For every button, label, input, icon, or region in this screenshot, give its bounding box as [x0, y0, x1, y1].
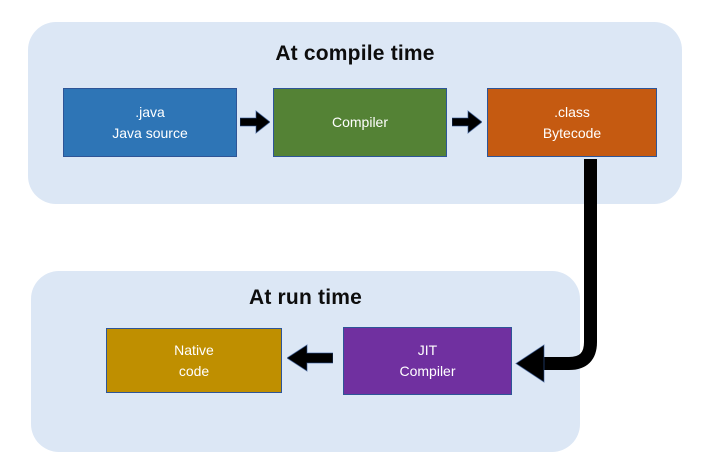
compile-time-title: At compile time: [275, 42, 435, 65]
native-code-box: Native code: [106, 328, 282, 393]
class-bytecode-box: .class Bytecode: [487, 88, 657, 157]
native-code-line2: code: [178, 362, 210, 379]
class-bytecode-line1: .class: [554, 103, 590, 120]
compiler-box: Compiler: [273, 88, 447, 157]
arrow-right-java-to-compiler-icon: [240, 109, 270, 135]
jit-compiler-line1: JIT: [417, 342, 438, 358]
java-source-box: .java Java source: [63, 88, 237, 157]
jit-compiler-line2: Compiler: [399, 363, 456, 379]
class-bytecode-line2: Bytecode: [542, 124, 602, 141]
arrow-left-jit-to-native-icon: [287, 344, 333, 372]
compiler-label: Compiler: [331, 114, 388, 130]
java-source-line2: Java source: [112, 124, 188, 141]
native-code-line1: Native: [174, 341, 214, 358]
java-source-line1: .java: [135, 103, 165, 120]
run-time-title: At run time: [248, 286, 363, 309]
arrow-right-compiler-to-class-icon: [452, 109, 482, 135]
jit-compiler-box: JIT Compiler: [343, 327, 512, 395]
